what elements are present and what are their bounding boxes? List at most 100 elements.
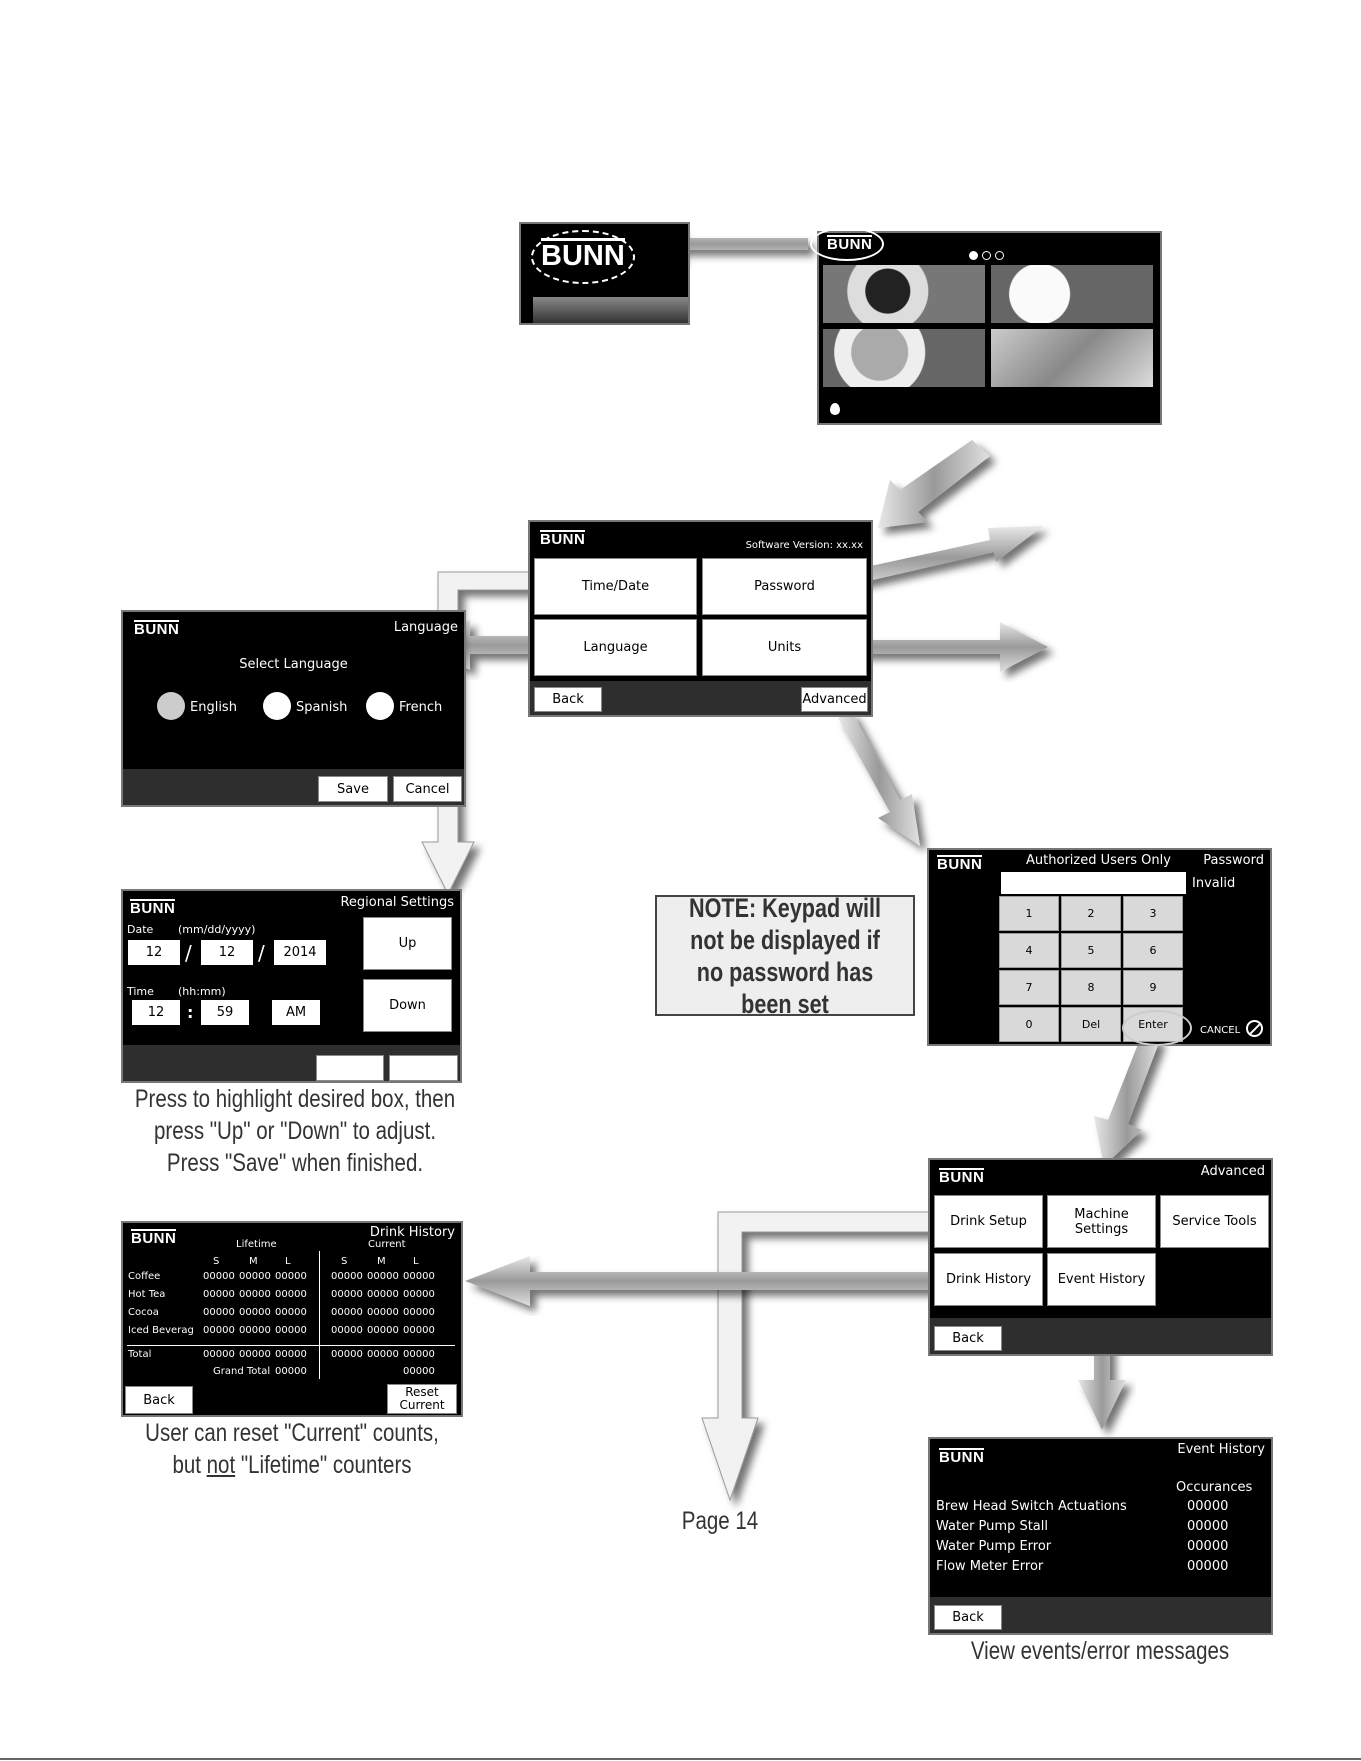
service-tools-button[interactable]: Service Tools — [1160, 1195, 1269, 1248]
password-button[interactable]: Password — [702, 558, 867, 615]
french-radio[interactable] — [366, 692, 394, 720]
caption-line: Press to highlight desired box, then — [134, 1085, 456, 1113]
reset-current-button[interactable]: Reset Current — [387, 1384, 457, 1414]
page-dots — [969, 251, 1004, 260]
home-screen: BUNN — [810, 227, 1162, 425]
drink-setup-button[interactable]: Drink Setup — [934, 1195, 1043, 1248]
password-entry-field[interactable] — [1001, 872, 1186, 894]
minute-field[interactable]: 59 — [200, 999, 250, 1026]
cancel-label[interactable]: CANCEL — [1200, 1025, 1241, 1036]
hour-field[interactable]: 12 — [131, 999, 181, 1026]
key-8[interactable]: 8 — [1061, 970, 1121, 1005]
password-screen: BUNN Authorized Users Only Password Inva… — [927, 848, 1272, 1046]
english-radio[interactable] — [157, 692, 185, 720]
regional-caption: Press to highlight desired box, then pre… — [131, 1083, 459, 1179]
row-label: Cocoa — [128, 1307, 159, 1318]
page-dot-active[interactable] — [969, 251, 978, 260]
time-label: Time — [127, 985, 154, 998]
drop-icon[interactable] — [830, 403, 840, 415]
down-button[interactable]: Down — [363, 979, 452, 1032]
grand-total-lifetime: 00000 — [275, 1366, 307, 1377]
date-format-label: (mm/dd/yyyy) — [178, 923, 256, 936]
key-0[interactable]: 0 — [999, 1007, 1059, 1042]
arrow-logo-to-inset — [648, 226, 808, 262]
drink-tile-coffee[interactable] — [823, 265, 985, 323]
table-cell: 00000 — [367, 1307, 399, 1318]
cancel-button[interactable] — [389, 1055, 458, 1081]
table-cell: 00000 — [331, 1271, 363, 1282]
size-header: M — [377, 1256, 386, 1267]
key-4[interactable]: 4 — [999, 933, 1059, 968]
units-button[interactable]: Units — [702, 619, 867, 676]
language-screen: BUNN Language Select Language English Sp… — [121, 610, 466, 807]
current-header: Current — [368, 1239, 406, 1250]
day-field[interactable]: 12 — [200, 939, 254, 966]
time-date-button[interactable]: Time/Date — [534, 558, 697, 615]
cancel-icon[interactable] — [1246, 1020, 1263, 1037]
time-format-label: (hh:mm) — [178, 985, 226, 998]
page-dot[interactable] — [982, 251, 991, 260]
key-6[interactable]: 6 — [1123, 933, 1183, 968]
total-cell: 00000 — [403, 1349, 435, 1360]
drink-tile-cocoa[interactable] — [823, 329, 985, 387]
table-divider-horizontal — [127, 1345, 455, 1346]
regional-title: Regional Settings — [340, 895, 454, 910]
machine-settings-button[interactable]: Machine Settings — [1047, 1195, 1156, 1248]
back-button[interactable]: Back — [934, 1605, 1002, 1630]
table-cell: 00000 — [367, 1271, 399, 1282]
ampm-field[interactable]: AM — [271, 999, 321, 1026]
key-7[interactable]: 7 — [999, 970, 1059, 1005]
key-9[interactable]: 9 — [1123, 970, 1183, 1005]
save-button[interactable]: Save — [318, 776, 388, 802]
password-logo: BUNN — [937, 855, 983, 873]
back-button[interactable]: Back — [125, 1386, 193, 1414]
page-dot[interactable] — [995, 251, 1004, 260]
key-1[interactable]: 1 — [999, 896, 1059, 931]
total-cell: 00000 — [275, 1349, 307, 1360]
month-field[interactable]: 12 — [127, 939, 181, 966]
up-button[interactable]: Up — [363, 917, 452, 970]
logo-zoom-inset: BUNN — [519, 222, 690, 325]
key-5[interactable]: 5 — [1061, 933, 1121, 968]
back-button[interactable]: Back — [534, 687, 602, 712]
event-history-button[interactable]: Event History — [1047, 1253, 1156, 1306]
advanced-button[interactable]: Advanced — [801, 687, 868, 712]
row-label: Coffee — [128, 1271, 161, 1282]
table-cell: 00000 — [275, 1289, 307, 1300]
total-cell: 00000 — [239, 1349, 271, 1360]
event-history-title: Event History — [1177, 1442, 1265, 1457]
total-label: Total — [128, 1349, 152, 1360]
enter-highlight-ring — [1122, 1010, 1192, 1046]
total-cell: 00000 — [367, 1349, 399, 1360]
back-button[interactable]: Back — [934, 1326, 1002, 1351]
home-logo: BUNN — [827, 235, 873, 253]
table-cell: 00000 — [275, 1325, 307, 1336]
language-title: Language — [393, 620, 458, 635]
key-3[interactable]: 3 — [1123, 896, 1183, 931]
drink-tile-tea[interactable] — [991, 265, 1153, 323]
event-history-screen: BUNN Event History Occurances Brew Head … — [928, 1437, 1273, 1635]
year-field[interactable]: 2014 — [273, 939, 327, 966]
keypad-note: NOTE: Keypad will not be displayed if no… — [655, 893, 915, 1019]
table-cell: 00000 — [403, 1289, 435, 1300]
language-logo: BUNN — [134, 620, 180, 638]
key-2[interactable]: 2 — [1061, 896, 1121, 931]
save-button[interactable] — [316, 1055, 384, 1081]
table-cell: 00000 — [203, 1307, 235, 1318]
event-count: 00000 — [1187, 1519, 1229, 1534]
cancel-button[interactable]: Cancel — [393, 776, 462, 802]
note-text: NOTE: Keypad will not be displayed if no… — [688, 892, 882, 1019]
row-label: Iced Beverag — [128, 1325, 194, 1336]
table-cell: 00000 — [331, 1289, 363, 1300]
drink-tile-iced[interactable] — [991, 329, 1153, 387]
date-slash: / — [185, 941, 192, 965]
drink-history-button[interactable]: Drink History — [934, 1253, 1043, 1306]
language-button[interactable]: Language — [534, 619, 697, 676]
advanced-logo: BUNN — [939, 1168, 985, 1186]
spanish-label: Spanish — [296, 700, 348, 715]
caption-line: but not "Lifetime" counters — [128, 1449, 456, 1481]
size-header: S — [341, 1256, 348, 1267]
spanish-radio[interactable] — [263, 692, 291, 720]
arrow-enter-to-advanced — [1094, 1034, 1160, 1166]
key-del[interactable]: Del — [1061, 1007, 1121, 1042]
